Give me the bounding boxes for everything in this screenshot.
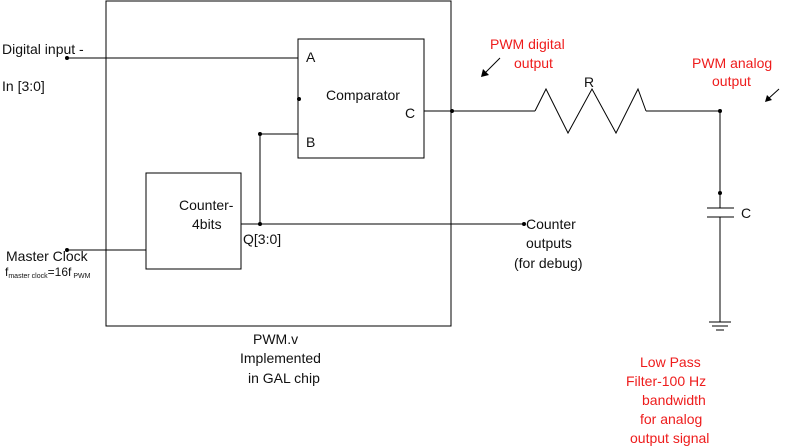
filter-annotation-line1: Low Pass xyxy=(640,354,701,370)
filter-annotation-line4: for analog xyxy=(640,411,702,427)
counter-outputs-line2: outputs xyxy=(526,235,572,251)
pwm-analog-arrow-head xyxy=(765,95,772,102)
master-clock-label: Master Clock xyxy=(6,248,89,264)
clock-formula-sub2: PWM xyxy=(73,273,90,280)
digital-input-label-line1: Digital input - xyxy=(2,41,84,57)
counter-to-comparator-wire xyxy=(259,133,298,224)
comparator-port-a: A xyxy=(306,49,316,65)
bus-junction-bottom xyxy=(258,222,262,226)
filter-annotation-line5: output signal xyxy=(630,430,709,446)
master-clock-terminal xyxy=(65,248,69,252)
pwm-analog-arrow-line xyxy=(767,88,780,100)
resistor-label: R xyxy=(584,74,594,90)
capacitor-junction xyxy=(718,191,722,195)
counter-outputs-line3: (for debug) xyxy=(514,255,582,271)
filter-annotation-line2: Filter-100 Hz xyxy=(626,373,706,389)
comparator-port-c: C xyxy=(405,105,415,121)
pwm-analog-annotation-line1: PWM analog xyxy=(692,55,772,71)
pwm-module-box xyxy=(105,0,452,327)
pwm-digital-arrow-line xyxy=(483,57,501,75)
pwm-analog-annotation-line2: output xyxy=(712,73,751,89)
comparator-internal-dot xyxy=(297,97,301,101)
clock-formula-mid: =16f xyxy=(48,265,72,279)
counter-block xyxy=(145,172,242,270)
comparator-label: Comparator xyxy=(326,87,400,103)
pwm-digital-output-node xyxy=(450,109,454,113)
counter-output-terminal xyxy=(522,222,526,226)
comparator-port-b: B xyxy=(306,134,315,150)
clock-formula-sub1: master clock xyxy=(8,273,48,280)
pwm-module-label-line1: PWM.v xyxy=(253,331,298,347)
counter-label-line2: 4bits xyxy=(192,216,222,232)
pwm-module-label-line3: in GAL chip xyxy=(248,370,320,386)
pwm-module-label-line2: Implemented xyxy=(240,350,321,366)
clock-formula-f1: f xyxy=(5,265,9,279)
digital-input-label-line2: In [3:0] xyxy=(2,78,45,94)
capacitor-label: C xyxy=(741,205,751,221)
counter-label-line1: Counter- xyxy=(179,197,234,213)
counter-outputs-line1: Counter xyxy=(526,216,576,232)
digital-input-terminal xyxy=(65,56,69,60)
filter-annotation-line3: bandwidth xyxy=(642,392,706,408)
bus-junction-top xyxy=(258,132,262,136)
resistor-symbol xyxy=(534,87,647,135)
counter-output-label: Q[3:0] xyxy=(243,231,281,247)
pwm-digital-annotation-line2: output xyxy=(514,55,553,71)
pwm-digital-annotation-line1: PWM digital xyxy=(490,36,565,52)
pwm-digital-arrow-head xyxy=(481,69,489,77)
